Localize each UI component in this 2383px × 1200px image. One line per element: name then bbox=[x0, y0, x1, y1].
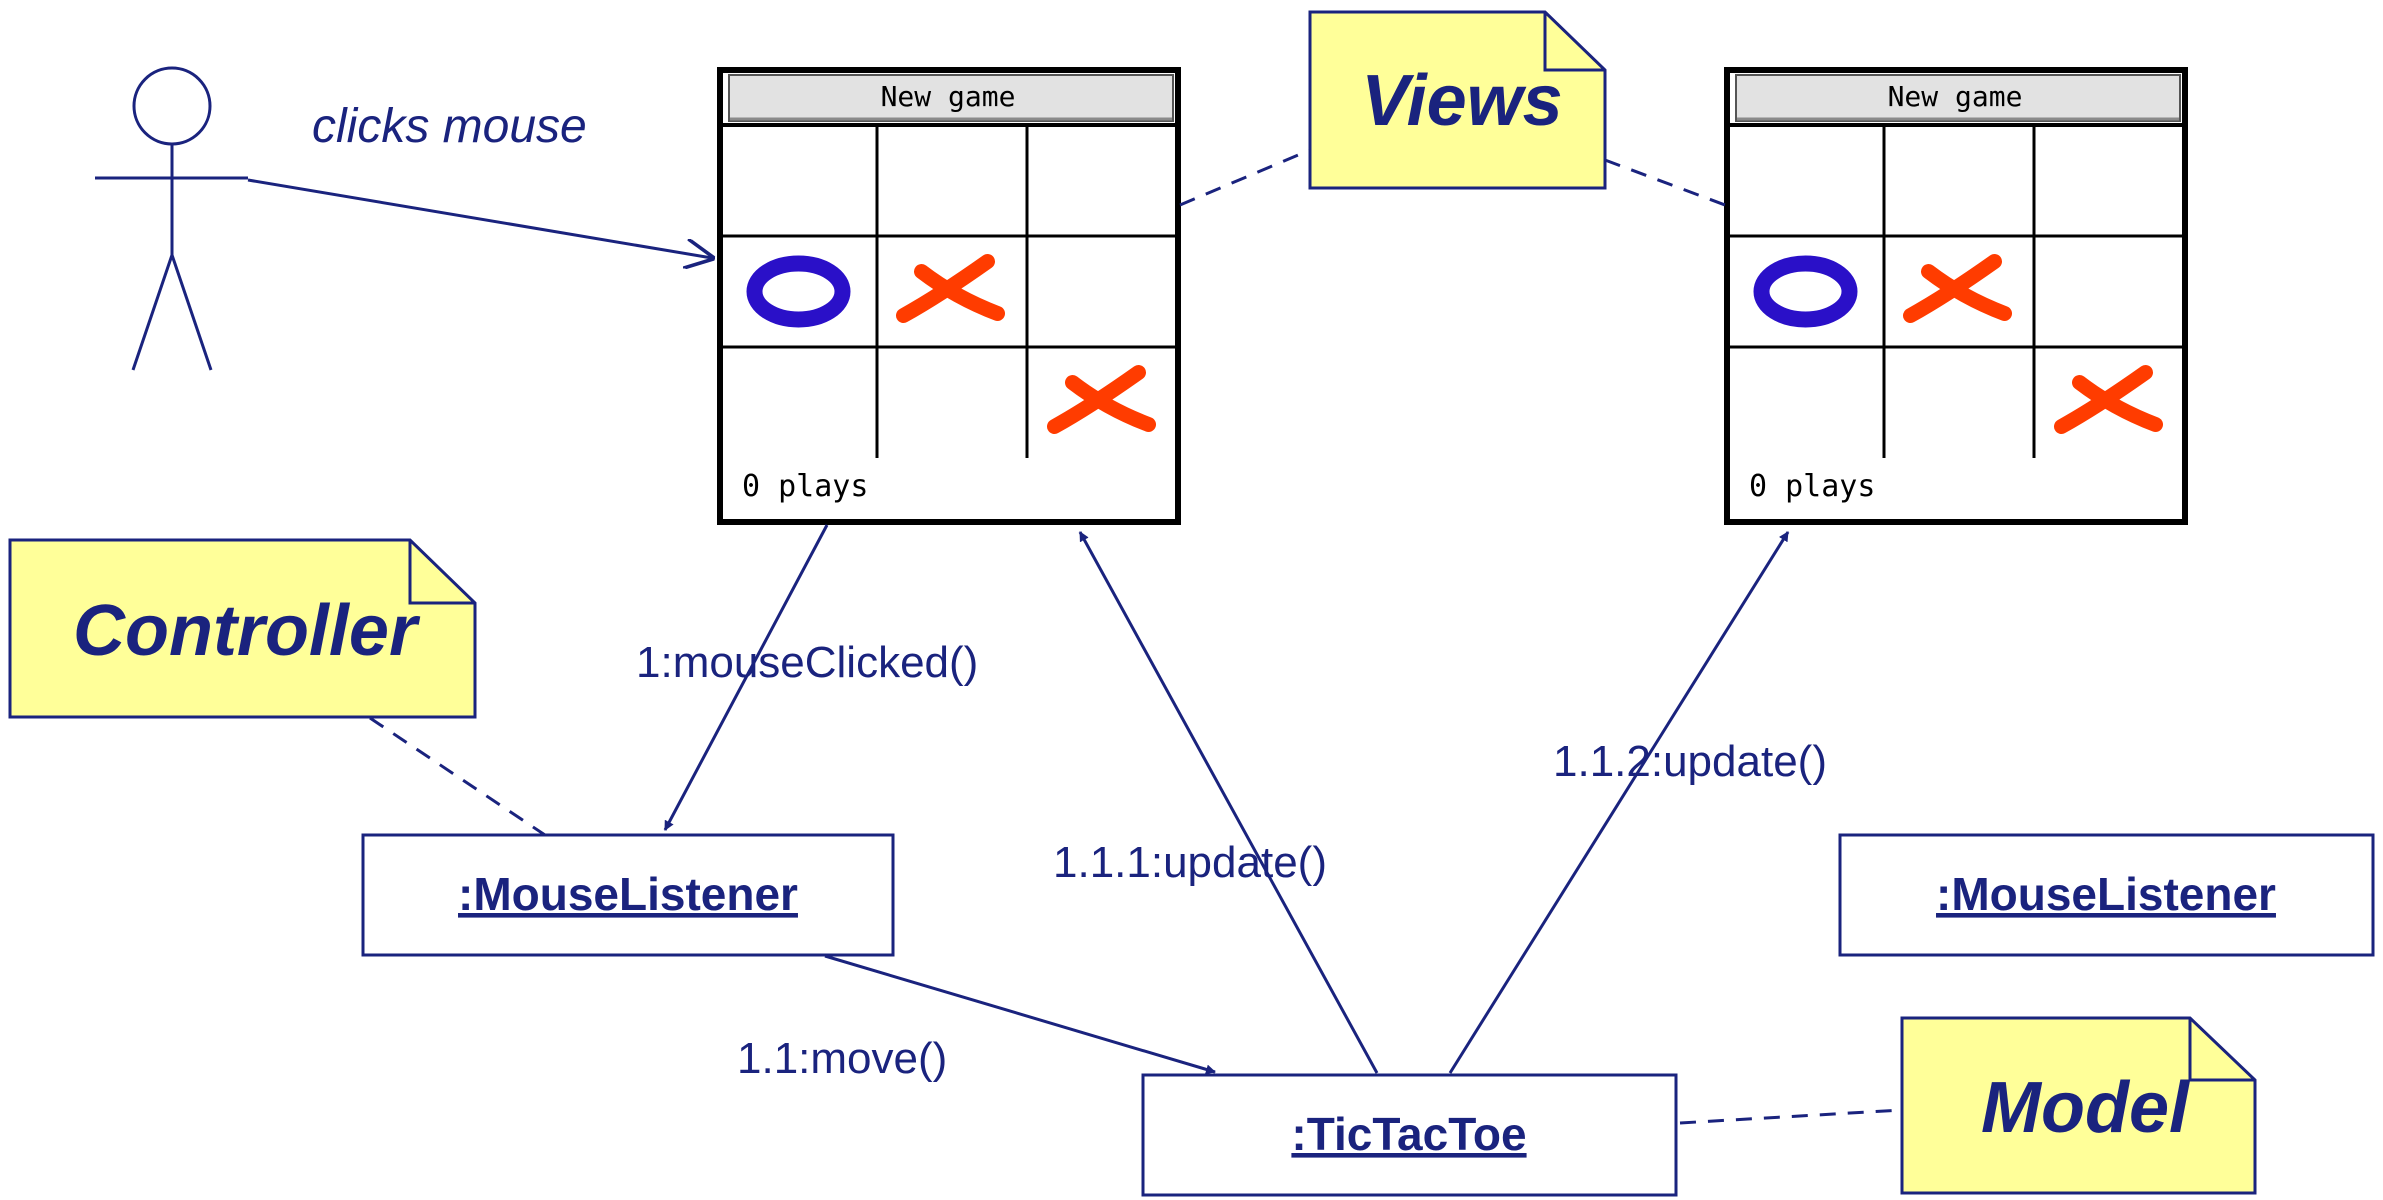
board-cells-2 bbox=[1753, 254, 2163, 434]
update-2-message: 1.1.2:update() bbox=[1553, 737, 1827, 786]
o-mark-icon bbox=[1753, 255, 1858, 328]
update-1-message: 1.1.1:update() bbox=[1053, 838, 1327, 887]
x-mark-icon bbox=[1047, 365, 1156, 434]
model-note-link bbox=[1679, 1108, 1903, 1125]
mouse-listener-object-2-label: :MouseListener bbox=[1936, 868, 2276, 920]
views-note-label: Views bbox=[1361, 61, 1562, 141]
model-note: Model bbox=[1900, 1016, 2257, 1195]
board-cells-1 bbox=[746, 254, 1156, 434]
model-note-label: Model bbox=[1981, 1068, 2191, 1148]
x-mark-icon bbox=[2054, 365, 2163, 434]
move-message: 1.1:move() bbox=[737, 1034, 947, 1083]
views-note-link-1 bbox=[1179, 148, 1311, 207]
new-game-button-label: New game bbox=[1888, 80, 2023, 113]
tic-tac-toe-grid-1 bbox=[723, 125, 1176, 458]
controller-note-label: Controller bbox=[73, 591, 421, 671]
mouse-clicked-link bbox=[663, 524, 829, 831]
game-window-1: New game 0 plays bbox=[717, 67, 1181, 525]
new-game-button-label: New game bbox=[881, 80, 1016, 113]
actor-action-label: clicks mouse bbox=[312, 100, 587, 153]
mouse-listener-object-1-label: :MouseListener bbox=[458, 868, 798, 920]
new-game-button-2[interactable]: New game bbox=[1735, 74, 2181, 122]
tic-tac-toe-grid-2 bbox=[1730, 125, 2183, 458]
x-mark-icon bbox=[896, 254, 1005, 323]
views-note-link-2 bbox=[1604, 158, 1726, 207]
o-mark-icon bbox=[746, 255, 851, 328]
controller-note-link bbox=[369, 716, 546, 837]
new-game-button-1[interactable]: New game bbox=[728, 74, 1174, 122]
controller-note: Controller bbox=[8, 538, 477, 719]
tictactoe-object-label: :TicTacToe bbox=[1291, 1108, 1526, 1160]
tictactoe-object: :TicTacToe bbox=[1141, 1073, 1678, 1197]
plays-status-2: 0 plays bbox=[1749, 469, 1875, 504]
plays-status-1: 0 plays bbox=[742, 469, 868, 504]
actor-stick-figure-icon bbox=[95, 66, 248, 371]
views-note: Views bbox=[1308, 10, 1607, 190]
actor-click-arrow bbox=[247, 178, 712, 258]
x-mark-icon bbox=[1903, 254, 2012, 323]
mouse-listener-object-1: :MouseListener bbox=[361, 833, 895, 957]
game-window-2: New game 0 plays bbox=[1724, 67, 2188, 525]
update-2-link bbox=[1448, 531, 1790, 1074]
mouse-clicked-message: 1:mouseClicked() bbox=[636, 638, 978, 687]
move-link bbox=[824, 954, 1216, 1075]
update-1-link bbox=[1078, 531, 1379, 1074]
mouse-listener-object-2: :MouseListener bbox=[1838, 833, 2375, 957]
